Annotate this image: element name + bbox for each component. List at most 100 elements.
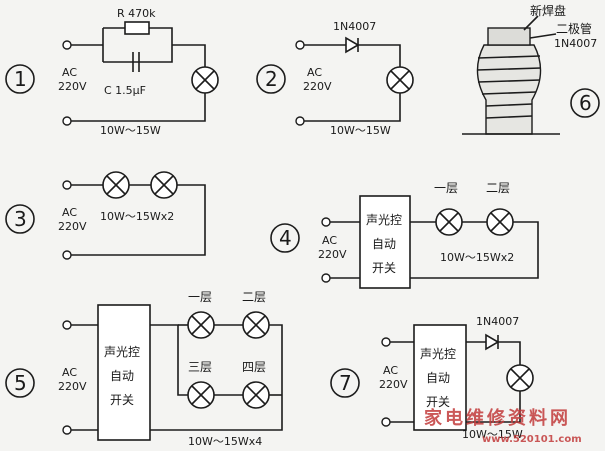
figure-number: 6 <box>579 91 592 115</box>
lamp-rating: 10W～15W <box>100 124 161 137</box>
lamp-rating: 10W～15W <box>330 124 391 137</box>
wire <box>466 391 521 423</box>
source-label: AC <box>62 366 77 379</box>
diode <box>345 36 360 54</box>
wire <box>150 324 188 396</box>
figure-number-circle <box>330 368 360 398</box>
figure-2: 2 1N4007 AC 220V 10W～15W <box>256 20 414 137</box>
leader-line <box>529 33 557 39</box>
lamp-cross <box>154 175 174 195</box>
lamp-cross <box>191 385 211 405</box>
source-voltage: 220V <box>58 80 87 93</box>
lamp-base <box>476 44 542 135</box>
sound-light-switch <box>359 195 411 289</box>
solder-pad <box>487 27 531 46</box>
figure-3: 3 AC 220V 10W～15Wx2 <box>5 171 206 260</box>
lamp-cross <box>490 212 510 232</box>
figure-number: 1 <box>14 67 27 91</box>
diode-label: 1N4007 <box>476 315 519 328</box>
source-voltage: 220V <box>58 220 87 233</box>
source-voltage: 220V <box>379 378 408 391</box>
lamp-rating: 10W～15Wx2 <box>440 251 514 264</box>
wire <box>71 184 206 256</box>
figure-number-circle <box>270 223 300 253</box>
lamp-cross <box>390 70 410 90</box>
figure-number-circle <box>5 64 35 94</box>
switch-label-line3: 开关 <box>110 393 134 407</box>
source-voltage: 220V <box>303 80 332 93</box>
source-voltage: 220V <box>58 380 87 393</box>
terminal <box>321 273 331 283</box>
wire <box>172 44 206 67</box>
terminal <box>381 417 391 427</box>
terminal <box>62 425 72 435</box>
figure-number: 4 <box>279 226 292 250</box>
lamp-cross <box>191 315 211 335</box>
lamp-cross <box>439 212 459 232</box>
figure-4: 4 声光控 自动 开关 一层 二层 AC 220V 10W～15Wx2 <box>270 181 539 289</box>
terminal <box>62 40 72 50</box>
source-label: AC <box>62 66 77 79</box>
switch-label-line1: 声光控 <box>104 345 140 359</box>
wire <box>150 324 283 431</box>
terminal <box>62 320 72 330</box>
diode-label: 1N4007 <box>333 20 376 33</box>
switch-label-line3: 开关 <box>426 395 450 409</box>
resistor-label: R 470k <box>117 7 156 20</box>
diode-label: 二极管 <box>556 21 592 36</box>
lamp-rating: 10W～15W <box>462 428 523 441</box>
source-label: AC <box>307 66 322 79</box>
lamp-rating: 10W～15Wx4 <box>188 435 262 448</box>
leader-line <box>523 15 539 31</box>
source-label: AC <box>62 206 77 219</box>
switch-label-line2: 自动 <box>372 237 396 251</box>
figure-number: 3 <box>14 207 27 231</box>
figure-6: 新焊盘 二极管 1N4007 6 <box>462 3 600 135</box>
lamp-cross <box>246 385 266 405</box>
source-label: AC <box>322 234 337 247</box>
lamp-cross <box>246 315 266 335</box>
switch-label-line1: 声光控 <box>420 347 456 361</box>
figure-7: 7 声光控 自动 开关 1N4007 AC 220V 10W～15W <box>330 315 534 441</box>
watermark: 家电维修资料网 www.520101.com <box>424 407 582 445</box>
figure-number: 7 <box>339 371 352 395</box>
watermark-url: www.520101.com <box>482 434 582 445</box>
switch-label-line2: 自动 <box>110 369 134 383</box>
figure-number: 5 <box>14 371 27 395</box>
floor-4-label: 四层 <box>242 360 266 374</box>
thread <box>485 115 533 119</box>
thread <box>476 67 542 71</box>
lamp-cross <box>106 175 126 195</box>
figure-number-circle <box>5 204 35 234</box>
terminal <box>62 180 72 190</box>
capacitor-label: C 1.5μF <box>104 84 146 97</box>
floor-2-label: 二层 <box>242 290 266 304</box>
wire <box>304 93 401 122</box>
terminal <box>295 116 305 126</box>
switch-label-line3: 开关 <box>372 261 396 275</box>
diode <box>485 333 500 351</box>
wire <box>71 93 206 122</box>
lamp-rating: 10W～15Wx2 <box>100 210 174 223</box>
lamp-cross <box>195 70 215 90</box>
floor-1-label: 一层 <box>188 290 212 304</box>
figure-number-circle <box>256 64 286 94</box>
terminal <box>321 217 331 227</box>
floor-2-label: 二层 <box>486 181 510 195</box>
thread <box>481 91 537 95</box>
figure-5: 5 声光控 自动 开关 一层 二层 三层 四层 AC 220V 10W～15Wx… <box>5 290 283 448</box>
switch-label-line1: 声光控 <box>366 213 402 227</box>
thread <box>477 55 541 59</box>
figure-number-circle <box>570 88 600 118</box>
diode-model-label: 1N4007 <box>554 37 597 50</box>
sound-light-switch <box>97 304 151 441</box>
lamp-cross <box>510 368 530 388</box>
source-label: AC <box>383 364 398 377</box>
thread <box>477 79 541 83</box>
floor-3-label: 三层 <box>188 360 212 374</box>
terminal <box>62 250 72 260</box>
figure-1: 1 R 470k C 1.5μF AC 220V 10W～15W <box>5 7 219 137</box>
wire <box>498 341 521 365</box>
